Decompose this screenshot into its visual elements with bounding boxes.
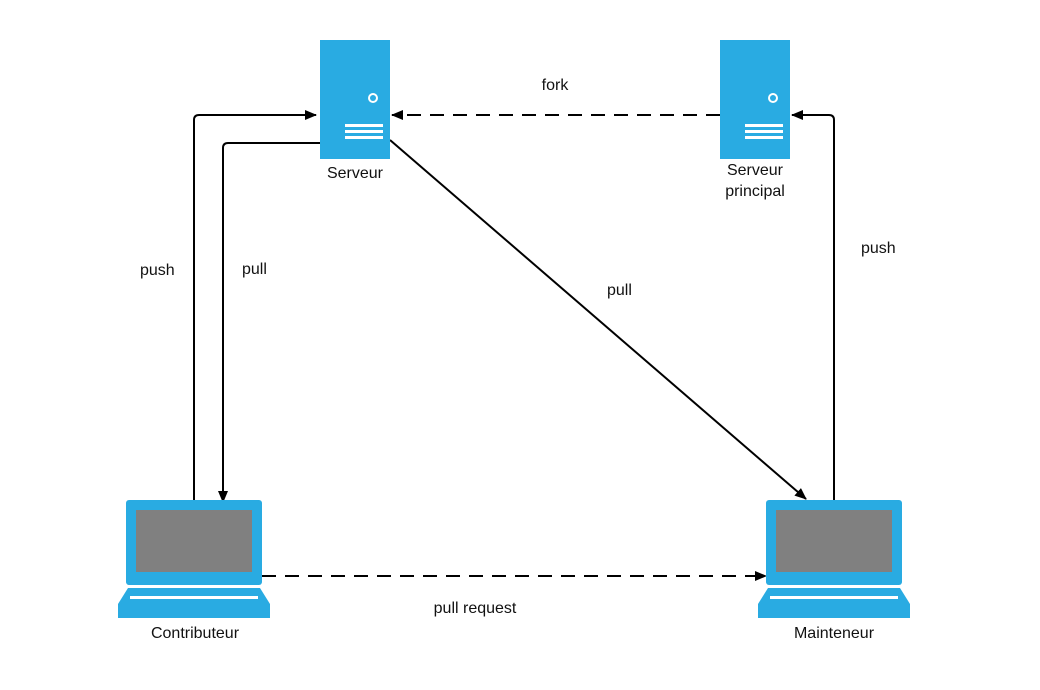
edge-contributor-push: push (140, 110, 317, 500)
edge-contributor-pull: pull (218, 142, 320, 503)
edge-maintainer-push-label: push (861, 240, 896, 257)
server-icon (720, 40, 790, 159)
node-main-server: Serveur principal (720, 40, 790, 200)
node-contributor-label: Contributeur (151, 625, 240, 642)
edge-fork-label: fork (542, 77, 570, 94)
node-contributor: Contributeur (118, 500, 270, 642)
edge-maintainer-pull: pull (389, 139, 807, 500)
node-server: Serveur (320, 40, 390, 182)
node-maintainer-label: Mainteneur (794, 625, 875, 642)
laptop-icon (118, 500, 270, 618)
edge-contributor-pull-label: pull (242, 261, 267, 278)
node-server-label: Serveur (327, 165, 384, 182)
node-main-server-label-line2: principal (725, 183, 785, 200)
edge-maintainer-pull-label: pull (607, 282, 632, 299)
edge-maintainer-push: push (791, 110, 896, 500)
node-main-server-label-line1: Serveur (727, 162, 784, 179)
server-icon (320, 40, 390, 159)
edge-contributor-push-label: push (140, 262, 175, 279)
node-maintainer: Mainteneur (758, 500, 910, 642)
laptop-icon (758, 500, 910, 618)
edge-pull-request: pull request (262, 571, 767, 617)
edge-pull-request-label: pull request (434, 600, 517, 617)
edge-fork: fork (391, 77, 720, 120)
